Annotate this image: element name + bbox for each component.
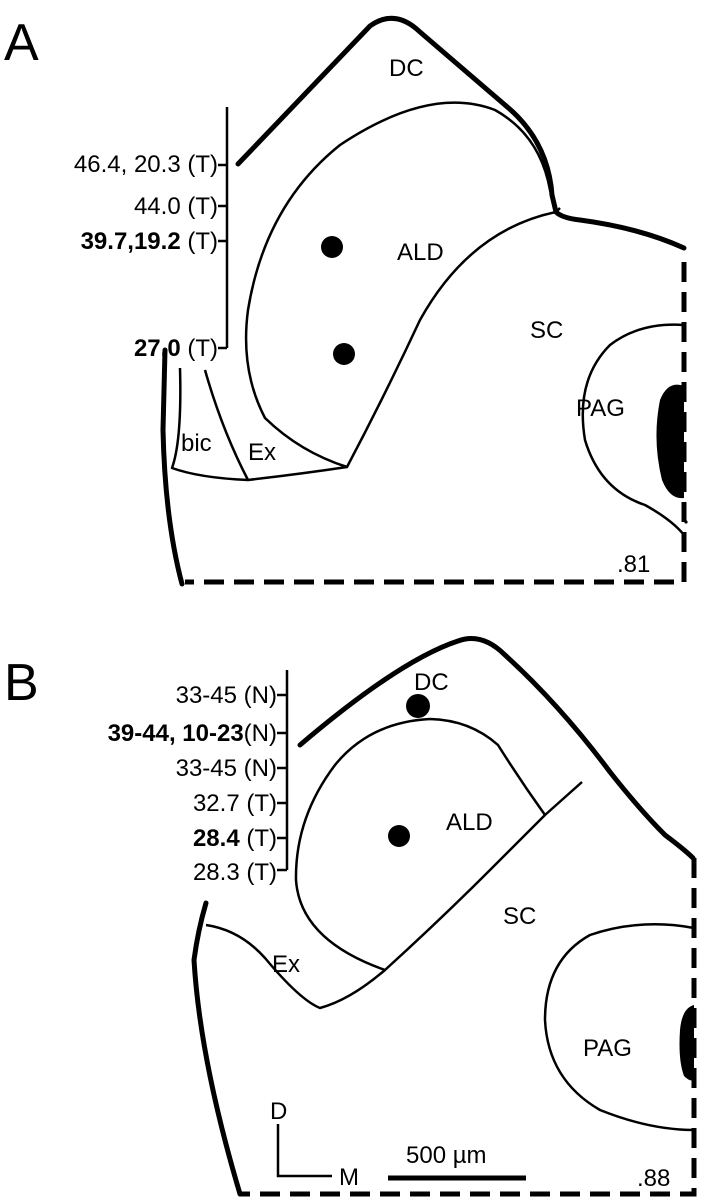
panel-a-label-dc: DC bbox=[389, 55, 424, 82]
panel-b-label-dc: DC bbox=[414, 669, 449, 696]
panel-a: A DC ALD SC PAG bic Ex .81 46.4, 20.3 (T… bbox=[4, 14, 688, 587]
panel-b-section-number: .88 bbox=[637, 1165, 670, 1192]
panel-a-outer-outline bbox=[235, 15, 687, 251]
panel-b-label-sc: SC bbox=[503, 903, 536, 930]
panel-b-site-label: 33-45 (N) bbox=[176, 682, 277, 709]
panel-b-label-ex: Ex bbox=[272, 951, 300, 978]
panel-b-dashed-boundary bbox=[240, 858, 697, 1197]
panel-a-ald-outline bbox=[244, 101, 558, 469]
panel-a-sc-boundary bbox=[555, 207, 561, 213]
panel-a-pag-outline bbox=[581, 323, 685, 536]
panel-b-site-label: 28.3 (T) bbox=[193, 859, 277, 886]
panel-b: B DC ALD SC PAG Ex .88 33-45 (N) 39-44, … bbox=[4, 636, 697, 1197]
panel-b-ald-outline bbox=[294, 717, 547, 972]
panel-b-sc-boundary bbox=[544, 781, 583, 816]
panel-b-lateral-edge bbox=[191, 900, 243, 1197]
panel-a-recording-site bbox=[333, 343, 355, 365]
panel-b-electrode-track bbox=[277, 670, 289, 872]
panel-b-aqueduct bbox=[679, 1005, 694, 1081]
panel-b-pag-outline bbox=[543, 923, 695, 1132]
panel-b-site-label: 33-45 (N) bbox=[176, 755, 277, 782]
panel-b-label-pag: PAG bbox=[583, 1035, 632, 1062]
panel-b-letter: B bbox=[4, 654, 39, 712]
panel-b-site-label: 28.4 (T) bbox=[193, 825, 277, 852]
panel-b-site-label: 32.7 (T) bbox=[193, 790, 277, 817]
panel-a-label-sc: SC bbox=[530, 317, 563, 344]
panel-a-lateral-edge bbox=[160, 347, 185, 587]
panel-b-orientation-axes bbox=[276, 1124, 332, 1178]
panel-b-recording-site bbox=[388, 825, 410, 847]
panel-a-site-label: 39.7,19.2 (T) bbox=[81, 228, 218, 255]
panel-b-orientation-dorsal: D bbox=[270, 1098, 287, 1125]
panel-a-aqueduct bbox=[656, 384, 684, 499]
panel-a-recording-site bbox=[321, 236, 343, 258]
panel-b-ex-boundary bbox=[205, 923, 386, 1010]
panel-a-letter: A bbox=[4, 14, 39, 72]
panel-a-bic-boundary bbox=[170, 367, 348, 482]
panel-a-section-number: .81 bbox=[617, 551, 650, 578]
panel-a-dashed-boundary bbox=[185, 262, 687, 585]
panel-a-label-pag: PAG bbox=[576, 395, 625, 422]
panel-b-scale-bar-label: 500 µm bbox=[406, 1142, 487, 1169]
panel-a-site-label: 46.4, 20.3 (T) bbox=[74, 151, 218, 178]
panel-a-site-label: 27.0 (T) bbox=[134, 335, 218, 362]
panel-b-orientation-medial: M bbox=[339, 1164, 359, 1191]
panel-b-outer-outline bbox=[297, 636, 696, 861]
panel-a-label-bic: bic bbox=[181, 430, 212, 457]
panel-a-site-label: 44.0 (T) bbox=[134, 193, 218, 220]
panel-a-small-dot bbox=[684, 520, 688, 524]
panel-b-recording-site bbox=[406, 694, 430, 718]
panel-a-ex-boundary bbox=[203, 369, 250, 481]
panel-a-label-ex: Ex bbox=[248, 439, 276, 466]
panel-a-electrode-track bbox=[218, 107, 229, 350]
panel-b-label-ald: ALD bbox=[446, 809, 493, 836]
panel-a-label-ald: ALD bbox=[397, 239, 444, 266]
panel-b-site-label: 39-44, 10-23(N) bbox=[108, 720, 277, 747]
